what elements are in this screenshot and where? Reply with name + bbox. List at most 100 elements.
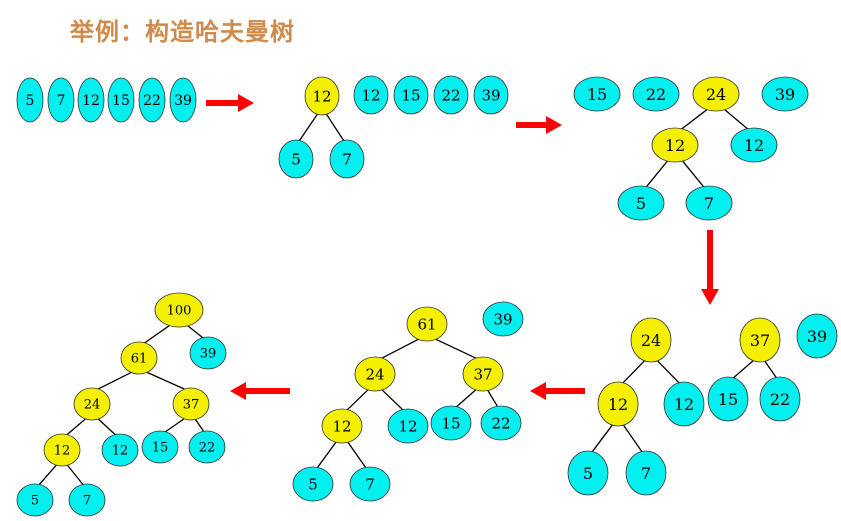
- node-ellipse: [692, 76, 740, 112]
- tree-edge: [143, 324, 171, 345]
- tree-edge: [621, 423, 644, 454]
- node-value: 22: [491, 414, 510, 432]
- internal-node-step6: 100: [154, 292, 204, 328]
- leaf-node-step4: 7: [625, 450, 667, 496]
- node-ellipse: [349, 466, 391, 502]
- node-ellipse: [406, 306, 448, 342]
- node-value: 5: [583, 464, 593, 483]
- node-ellipse: [567, 450, 609, 496]
- leaf-node-step3: 39: [761, 76, 809, 112]
- leaf-node-step5: 15: [430, 405, 472, 441]
- internal-node-step5: 61: [406, 306, 448, 342]
- leaf-node-step3: 22: [632, 76, 680, 112]
- node-ellipse: [154, 292, 204, 328]
- leaf-node-step5: 7: [349, 466, 391, 502]
- node-ellipse: [462, 356, 504, 392]
- node-value: 22: [199, 441, 216, 456]
- tree-edge: [37, 463, 58, 487]
- tree-edge: [163, 417, 186, 434]
- node-ellipse: [473, 75, 509, 115]
- tree-edge: [325, 112, 346, 143]
- tree-edge: [723, 108, 749, 131]
- tree-edge: [656, 359, 681, 385]
- node-value: 5: [31, 494, 39, 509]
- leaf-node-step6: 39: [189, 336, 227, 370]
- internal-node-step4: 24: [630, 317, 672, 363]
- leaf-node-step1: 39: [169, 77, 197, 123]
- leaf-node-step3: 15: [573, 76, 621, 112]
- tree-edge: [96, 371, 132, 391]
- tree-edge: [298, 112, 319, 143]
- leaf-node-step2: 15: [393, 75, 429, 115]
- internal-node-step3: 12: [651, 127, 699, 163]
- node-ellipse: [353, 75, 389, 115]
- node-value: 15: [112, 93, 130, 109]
- node-ellipse: [138, 77, 166, 123]
- node-ellipse: [433, 75, 469, 115]
- leaf-node-step5: 12: [387, 408, 429, 444]
- node-value: 5: [291, 150, 301, 168]
- node-value: 39: [775, 85, 795, 104]
- arrow-step5-to-step6: [230, 382, 290, 400]
- node-value: 15: [587, 85, 607, 104]
- leaf-node-step5: 39: [482, 301, 524, 337]
- node-ellipse: [759, 376, 801, 422]
- leaf-node-step4: 5: [567, 450, 609, 496]
- tree-edge: [590, 423, 614, 454]
- node-ellipse: [73, 387, 111, 421]
- tree-edge: [681, 159, 705, 189]
- node-ellipse: [630, 317, 672, 363]
- node-ellipse: [77, 77, 105, 123]
- node-value: 39: [174, 93, 192, 109]
- node-ellipse: [120, 341, 158, 375]
- node-value: 24: [706, 85, 726, 104]
- tree-edge: [380, 338, 419, 360]
- node-value: 39: [200, 347, 217, 362]
- node-value: 22: [646, 85, 666, 104]
- leaf-node-step6: 12: [101, 433, 139, 467]
- leaf-node-step6: 22: [188, 430, 226, 464]
- node-value: 12: [744, 136, 764, 155]
- node-ellipse: [707, 376, 749, 422]
- node-ellipse: [597, 381, 639, 427]
- leaf-node-step3: 7: [685, 185, 733, 221]
- tree-edge: [66, 463, 85, 487]
- arrow-step1-to-step2: [206, 94, 254, 112]
- node-value: 61: [417, 315, 436, 333]
- node-value: 15: [152, 441, 169, 456]
- node-ellipse: [43, 433, 81, 467]
- tree-edge: [731, 359, 755, 380]
- node-ellipse: [685, 185, 733, 221]
- node-value: 15: [718, 390, 738, 409]
- node-ellipse: [188, 430, 226, 464]
- internal-node-step6: 24: [73, 387, 111, 421]
- node-value: 5: [26, 93, 35, 109]
- leaf-node-step2: 22: [433, 75, 469, 115]
- tree-edge: [146, 371, 186, 391]
- node-value: 24: [641, 331, 661, 350]
- arrow-step4-to-step5: [530, 382, 585, 400]
- tree-edge: [645, 159, 669, 189]
- node-value: 39: [807, 327, 827, 346]
- internal-node-step4: 37: [739, 317, 781, 363]
- node-value: 12: [54, 444, 71, 459]
- node-ellipse: [632, 76, 680, 112]
- node-ellipse: [169, 77, 197, 123]
- leaf-node-step5: 5: [292, 466, 334, 502]
- leaf-node-step2: 12: [353, 75, 389, 115]
- node-value: 22: [441, 86, 460, 104]
- internal-node-step2: 12: [304, 76, 340, 116]
- leaf-node-step4: 39: [796, 313, 838, 359]
- tree-edge: [346, 440, 368, 470]
- node-ellipse: [625, 450, 667, 496]
- node-value: 15: [401, 86, 420, 104]
- tree-edge: [380, 388, 405, 412]
- leaf-node-step1: 15: [107, 77, 135, 123]
- node-ellipse: [387, 408, 429, 444]
- node-value: 7: [57, 93, 66, 109]
- node-ellipse: [172, 387, 210, 421]
- tree-edge: [345, 388, 370, 412]
